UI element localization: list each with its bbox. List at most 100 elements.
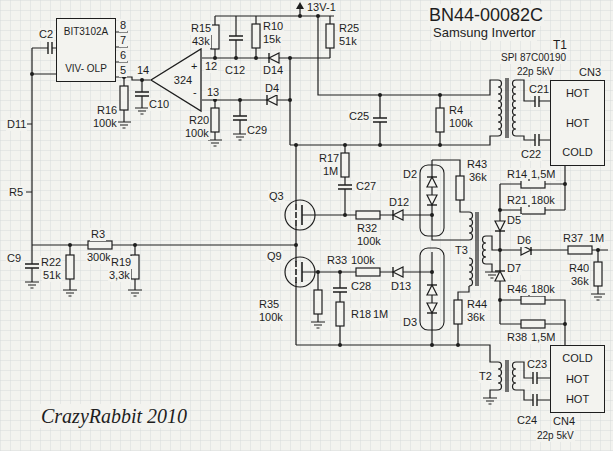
- node-text: VIV- OLP: [65, 62, 107, 75]
- part-label: R3: [90, 228, 106, 241]
- part-label: 1M: [322, 165, 339, 178]
- resistor-symbol: [336, 302, 344, 326]
- ic-chip: BIT3102AVIV- OLP: [56, 18, 116, 82]
- part-label: R5: [8, 186, 24, 199]
- part-label: R44: [466, 298, 488, 311]
- supply-arrow: [296, 2, 304, 9]
- capacitor-symbol: [535, 133, 539, 147]
- part-label: 100k: [356, 235, 382, 248]
- part-label: R22: [40, 256, 62, 269]
- node-text: HOT: [566, 117, 589, 130]
- part-label: 100k: [350, 254, 376, 267]
- ground-symbol: [128, 290, 142, 296]
- junction-dot: [498, 298, 502, 302]
- part-label: Q9: [266, 250, 283, 263]
- transformer-coil: [513, 362, 517, 390]
- junction-dot: [378, 93, 382, 97]
- part-label: D14: [262, 64, 284, 77]
- part-label: 1,5M: [530, 168, 556, 181]
- part-label: 13: [206, 86, 220, 99]
- part-label: 8: [119, 19, 127, 32]
- part-label: BN44-00082C: [428, 4, 544, 26]
- node-text: HOT: [566, 393, 589, 406]
- part-label: D3: [402, 316, 418, 329]
- capacitor-symbol: [134, 92, 150, 96]
- part-label: T3: [454, 244, 469, 257]
- part-label: Samsung Invertor: [432, 25, 537, 41]
- part-label: +: [190, 60, 198, 73]
- part-label: 22p 5kV: [516, 66, 555, 78]
- mosfet-symbol: [296, 261, 302, 283]
- resistor-symbol: [436, 108, 444, 132]
- connector-block: COLDHOTHOT: [550, 345, 605, 413]
- junction-dot: [438, 143, 442, 147]
- junction-dot: [234, 56, 238, 60]
- ground-symbol: [233, 134, 247, 140]
- part-label: D4: [264, 82, 280, 95]
- node-text: HOT: [566, 373, 589, 386]
- junction-dot: [238, 98, 242, 102]
- part-label: 3,3k: [108, 269, 131, 282]
- part-label: R40: [568, 262, 590, 275]
- ground-symbol: [25, 282, 39, 288]
- part-label: C9: [6, 252, 22, 265]
- ground-symbol: [63, 290, 77, 296]
- resistor-symbol: [131, 255, 139, 279]
- ground-symbol: [135, 108, 149, 114]
- diode-symbol: [269, 53, 279, 63]
- part-label: SPI 87C00190: [500, 52, 567, 64]
- part-label: 100k: [92, 117, 118, 130]
- part-label: 1,5M: [530, 331, 556, 344]
- part-label: R25: [338, 22, 360, 35]
- transformer-coil: [498, 108, 502, 136]
- diode-pack-outline: [420, 165, 444, 236]
- part-label: 1M: [588, 232, 605, 245]
- junction-dot: [68, 243, 72, 247]
- part-label: D11: [6, 118, 27, 131]
- part-label: C29: [246, 124, 268, 137]
- mosfet-symbol: [296, 204, 302, 226]
- part-label: R4: [448, 104, 464, 117]
- diode-symbol: [427, 177, 437, 187]
- diode-symbol: [393, 267, 403, 277]
- junction-dot: [294, 243, 298, 247]
- capacitor-symbol: [228, 36, 244, 40]
- part-label: C25: [348, 110, 370, 123]
- part-label: R10: [262, 20, 284, 33]
- transformer-coil: [498, 362, 502, 390]
- part-label: 36k: [468, 171, 488, 184]
- capacitor-symbol: [535, 94, 539, 108]
- junction-dot: [30, 72, 34, 76]
- part-label: 15k: [262, 33, 282, 46]
- part-label: 43k: [191, 35, 211, 48]
- part-label: C23: [526, 358, 548, 371]
- part-label: Q3: [268, 190, 285, 203]
- part-label: R21: [506, 194, 528, 207]
- part-label: D7: [506, 262, 522, 275]
- junction-dot: [133, 243, 137, 247]
- part-label: 5: [119, 64, 127, 77]
- resistor-symbol: [454, 300, 462, 324]
- connector-block: HOTHOTCOLD: [550, 80, 605, 166]
- transformer-coil: [469, 258, 473, 286]
- resistor-symbol: [521, 296, 545, 304]
- part-label: CrazyRabbit 2010: [40, 404, 188, 428]
- part-label: R14: [506, 168, 528, 181]
- node-text: HOT: [566, 87, 589, 100]
- part-label: 51k: [338, 35, 358, 48]
- wire: [26, 6, 608, 400]
- ground-symbol: [208, 140, 222, 146]
- part-label: R17: [318, 152, 340, 165]
- ground-symbol: [483, 398, 497, 404]
- junction-dot: [288, 98, 292, 102]
- node-text: 324: [174, 74, 192, 87]
- resistor-symbol: [314, 290, 322, 314]
- part-label: R20: [188, 114, 210, 127]
- capacitor-symbol: [533, 393, 537, 407]
- diode-pack-outline: [420, 248, 444, 330]
- junction-dot: [254, 56, 258, 60]
- part-label: D2: [402, 168, 418, 181]
- part-label: C27: [355, 180, 377, 193]
